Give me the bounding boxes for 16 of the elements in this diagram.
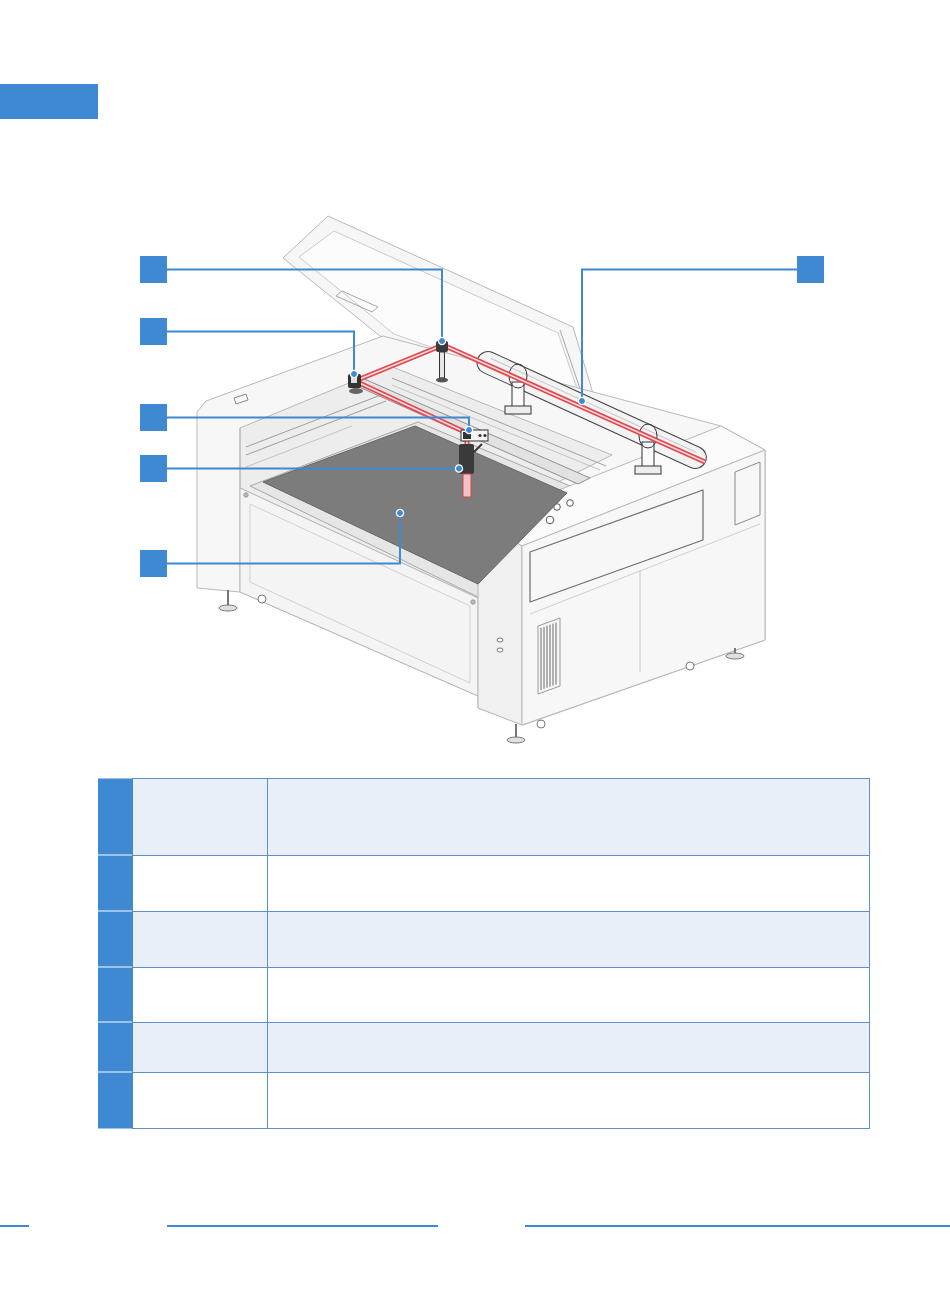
work-bed	[262, 425, 568, 585]
leader-line	[166, 464, 464, 473]
callout-tag	[140, 550, 167, 577]
leader-line	[166, 416, 474, 435]
mirror-mount	[348, 374, 363, 394]
callout-tag	[140, 404, 167, 431]
laser-head-carriage	[460, 429, 489, 442]
callout-tag	[797, 256, 824, 283]
callout-tag	[140, 256, 167, 283]
callout-tag	[140, 318, 167, 345]
leader-line	[166, 268, 447, 346]
leader-line	[577, 268, 798, 406]
leader-line	[166, 330, 359, 379]
mirror-mount	[436, 341, 448, 383]
callout-tag	[140, 455, 167, 482]
leader-line	[166, 508, 405, 565]
